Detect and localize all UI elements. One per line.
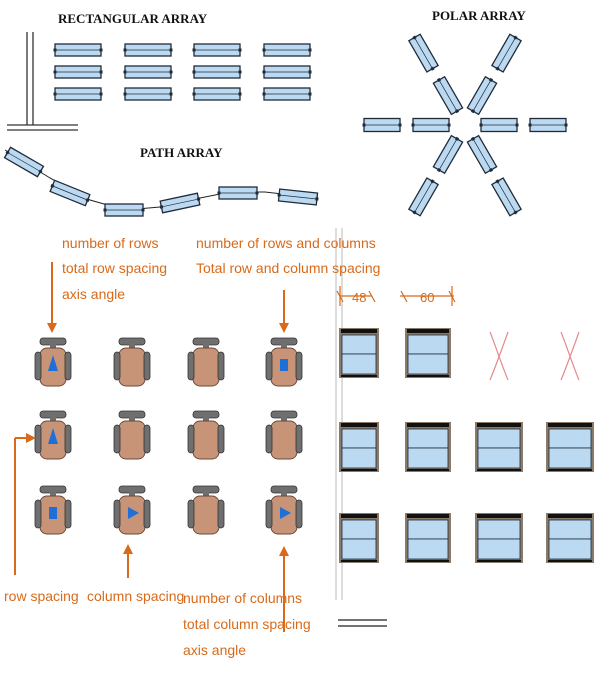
rows-columns-annotation-line-2: Total row and column spacing xyxy=(196,260,380,276)
row-spacing-annotation: row spacing xyxy=(4,588,79,604)
polar-array-window xyxy=(432,134,464,175)
rect-array-window xyxy=(53,87,103,101)
path-array xyxy=(3,146,319,217)
cabinet xyxy=(475,422,523,472)
chair xyxy=(187,485,225,535)
polar-array-window xyxy=(490,33,523,73)
cabinet xyxy=(546,422,594,472)
polar-array-window xyxy=(466,134,498,175)
rectangular-wall-corner xyxy=(7,32,78,131)
rect-array-window xyxy=(262,87,312,101)
columns-annotation-line-1: number of columns xyxy=(183,590,302,606)
dimension-60 xyxy=(400,286,456,306)
grip-marker[interactable] xyxy=(49,507,57,519)
dimension-48-label: 48 xyxy=(352,290,366,305)
chair xyxy=(265,485,303,535)
chair xyxy=(265,410,303,460)
rect-array-window xyxy=(123,65,173,79)
cabinet xyxy=(405,422,451,472)
rectangular-array-title: RECTANGULAR ARRAY xyxy=(58,11,208,26)
chair xyxy=(113,410,151,460)
polar-array-window xyxy=(407,33,440,73)
columns-annotation: number of columns total column spacing a… xyxy=(183,590,311,658)
chair xyxy=(113,485,151,535)
rows-annotation-line-3: axis angle xyxy=(62,286,125,302)
polar-array xyxy=(362,33,568,217)
cabinet xyxy=(405,328,451,378)
cabinet xyxy=(405,513,451,563)
annotation-arrows xyxy=(14,262,289,632)
rect-array-window xyxy=(192,65,242,79)
grip-marker[interactable] xyxy=(48,428,58,444)
polar-array-window xyxy=(490,177,523,217)
path-array-window xyxy=(277,188,319,206)
rows-columns-annotation: number of rows and columns Total row and… xyxy=(196,235,380,276)
chair xyxy=(34,410,72,460)
chair xyxy=(187,337,225,387)
rect-array-window xyxy=(192,87,242,101)
rows-annotation-line-2: total row spacing xyxy=(62,260,167,276)
double-baseline xyxy=(338,619,387,627)
rect-array-window xyxy=(262,65,312,79)
rows-annotation-line-1: number of rows xyxy=(62,235,158,251)
grip-marker[interactable] xyxy=(128,507,139,519)
cabinet xyxy=(546,513,594,563)
path-array-title: PATH ARRAY xyxy=(140,145,223,160)
chair xyxy=(34,337,72,387)
path-array-window xyxy=(49,179,91,207)
polar-array-window xyxy=(479,117,519,133)
dimension-60-label: 60 xyxy=(420,290,434,305)
rect-array-window xyxy=(53,65,103,79)
grip-marker[interactable] xyxy=(280,359,288,371)
column-spacing-annotation: column spacing xyxy=(87,588,184,604)
rect-array-window xyxy=(53,43,103,57)
grip-marker[interactable] xyxy=(48,355,58,371)
cabinet xyxy=(339,422,379,472)
polar-array-window xyxy=(528,117,568,133)
columns-annotation-line-2: total column spacing xyxy=(183,616,311,632)
chair-array xyxy=(34,337,303,535)
chair xyxy=(187,410,225,460)
cabinet xyxy=(475,513,523,563)
columns-annotation-line-3: axis angle xyxy=(183,642,246,658)
polar-array-window xyxy=(432,75,464,116)
path-array-window xyxy=(3,146,45,178)
cabinet-array xyxy=(339,328,594,563)
rows-columns-annotation-line-1: number of rows and columns xyxy=(196,235,376,251)
cabinet xyxy=(339,328,379,378)
dimension-48 xyxy=(336,286,376,306)
grip-marker[interactable] xyxy=(280,507,291,519)
chair xyxy=(34,485,72,535)
chair xyxy=(265,337,303,387)
chair xyxy=(113,337,151,387)
polar-array-window xyxy=(466,75,498,116)
rect-array-window xyxy=(262,43,312,57)
rect-array-window xyxy=(123,43,173,57)
polar-array-window xyxy=(407,177,440,217)
removed-item-mark[interactable] xyxy=(560,331,580,381)
cabinet xyxy=(339,513,379,563)
polar-array-window xyxy=(362,117,402,133)
rect-array-window xyxy=(123,87,173,101)
rows-annotation: number of rows total row spacing axis an… xyxy=(62,235,167,302)
rect-array-window xyxy=(192,43,242,57)
removed-item-mark[interactable] xyxy=(489,331,509,381)
rectangular-array xyxy=(53,43,312,101)
polar-array-title: POLAR ARRAY xyxy=(432,8,526,23)
path-array-window xyxy=(217,186,259,200)
polar-array-window xyxy=(411,117,451,133)
path-array-window xyxy=(103,203,145,217)
path-array-window xyxy=(159,192,201,214)
